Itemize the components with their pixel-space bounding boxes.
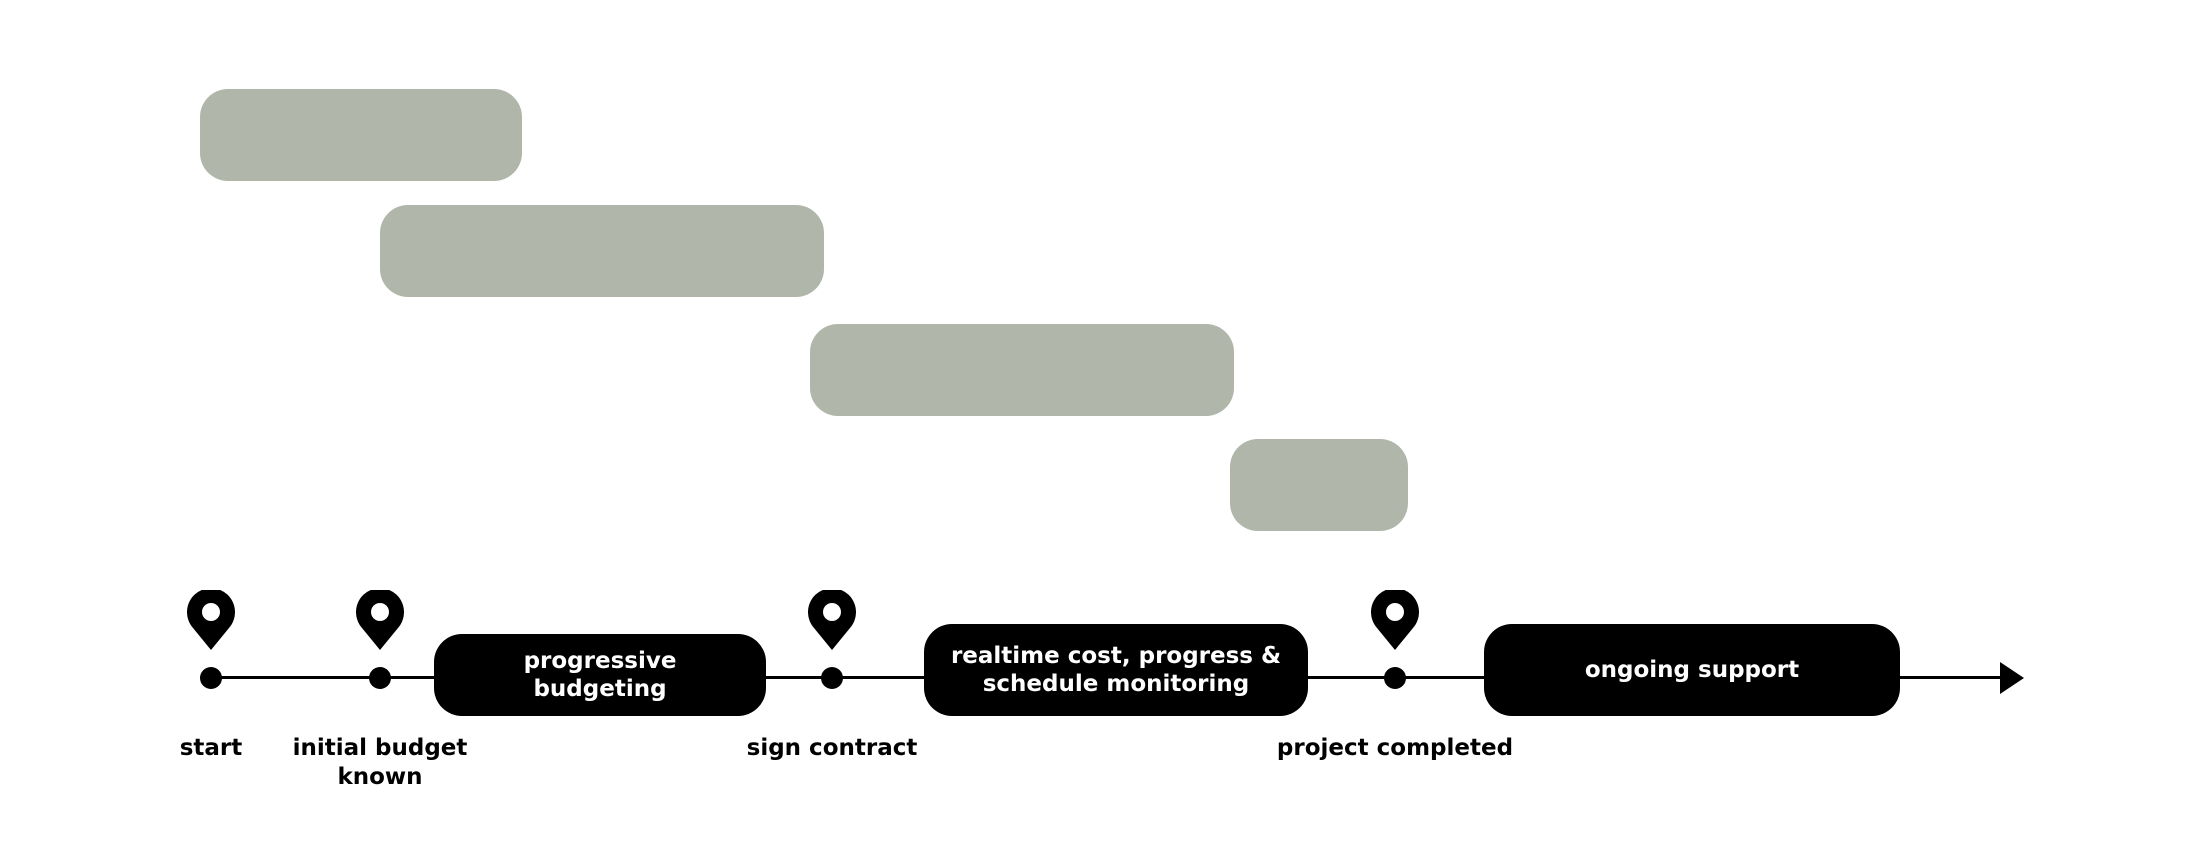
arrow-right-icon <box>2000 662 2024 694</box>
phase-bar-3 <box>810 324 1234 416</box>
stage-realtime-monitoring: realtime cost, progress & schedule monit… <box>924 624 1308 716</box>
phase-bar-4 <box>1230 439 1408 531</box>
milestone-dot-initial-budget <box>369 667 391 689</box>
stage-progressive-budgeting: progressive budgeting <box>434 634 766 716</box>
milestone-dot-sign-contract <box>821 667 843 689</box>
phase-bar-2 <box>380 205 824 297</box>
milestone-dot-start <box>200 667 222 689</box>
map-pin-icon <box>187 590 235 650</box>
map-pin-icon <box>356 590 404 650</box>
milestone-label-initial-budget: initial budget known <box>292 735 468 790</box>
milestone-dot-project-completed <box>1384 667 1406 689</box>
map-pin-icon <box>808 590 856 650</box>
milestone-label-start: start <box>179 735 243 761</box>
map-pin-icon <box>1371 590 1419 650</box>
milestone-label-project-completed: project completed <box>1276 735 1514 761</box>
stage-ongoing-support: ongoing support <box>1484 624 1900 716</box>
milestone-label-sign-contract: sign contract <box>746 735 918 761</box>
phase-bar-1 <box>200 89 522 181</box>
